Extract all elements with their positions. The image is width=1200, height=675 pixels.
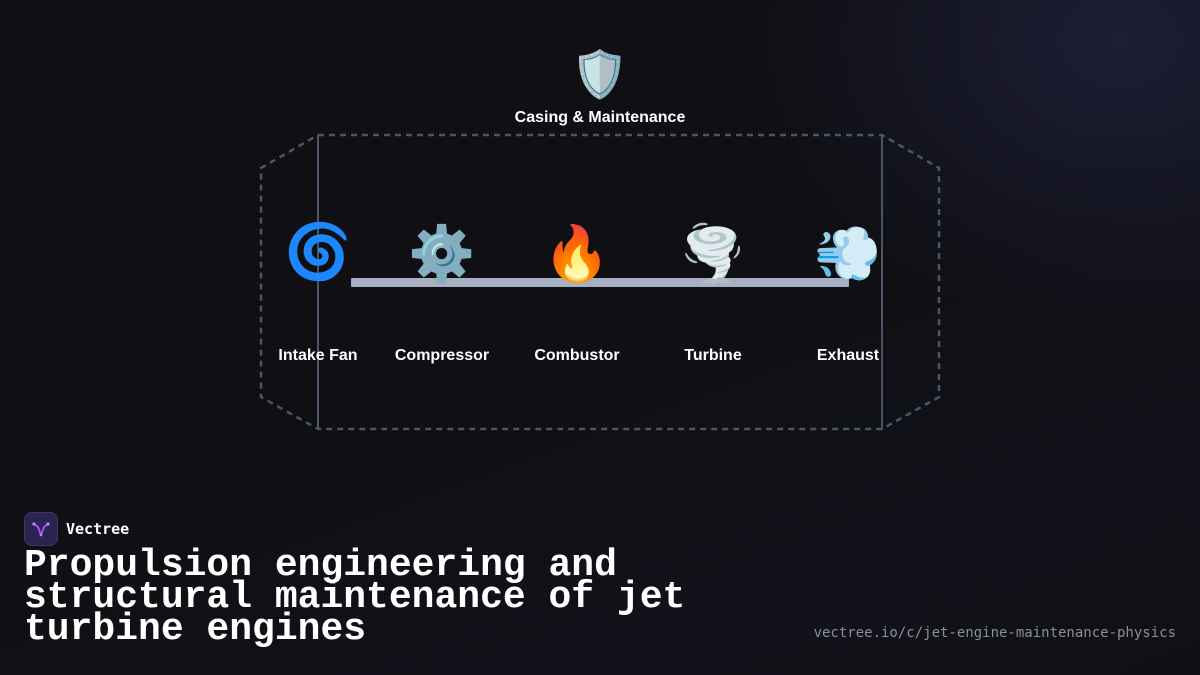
dash-icon: 💨 [814,222,882,285]
engine-shaft [351,278,849,287]
fire-icon: 🔥 [543,222,611,285]
vectree-logo-icon [24,512,58,546]
gear-icon: ⚙️ [408,222,476,285]
stage-label-combustor: Combustor [534,347,620,364]
brand-name: Vectree [66,520,130,538]
stage-label-compressor: Compressor [394,347,490,364]
cyclone-icon: 🌀 [284,220,352,283]
tornado-icon: 🌪️ [679,222,747,285]
stage-label-intake-fan: Intake Fan [278,347,358,364]
stage-label-exhaust: Exhaust [816,347,880,364]
casing-maintenance-label: Casing & Maintenance [514,109,686,126]
stage-label-turbine: Turbine [684,347,742,364]
page-url[interactable]: vectree.io/c/jet-engine-maintenance-phys… [813,625,1176,641]
shield-icon: 🛡️ [571,47,629,101]
page-title: Propulsion engineering and structural ma… [24,544,686,651]
brand[interactable]: Vectree [24,512,129,546]
